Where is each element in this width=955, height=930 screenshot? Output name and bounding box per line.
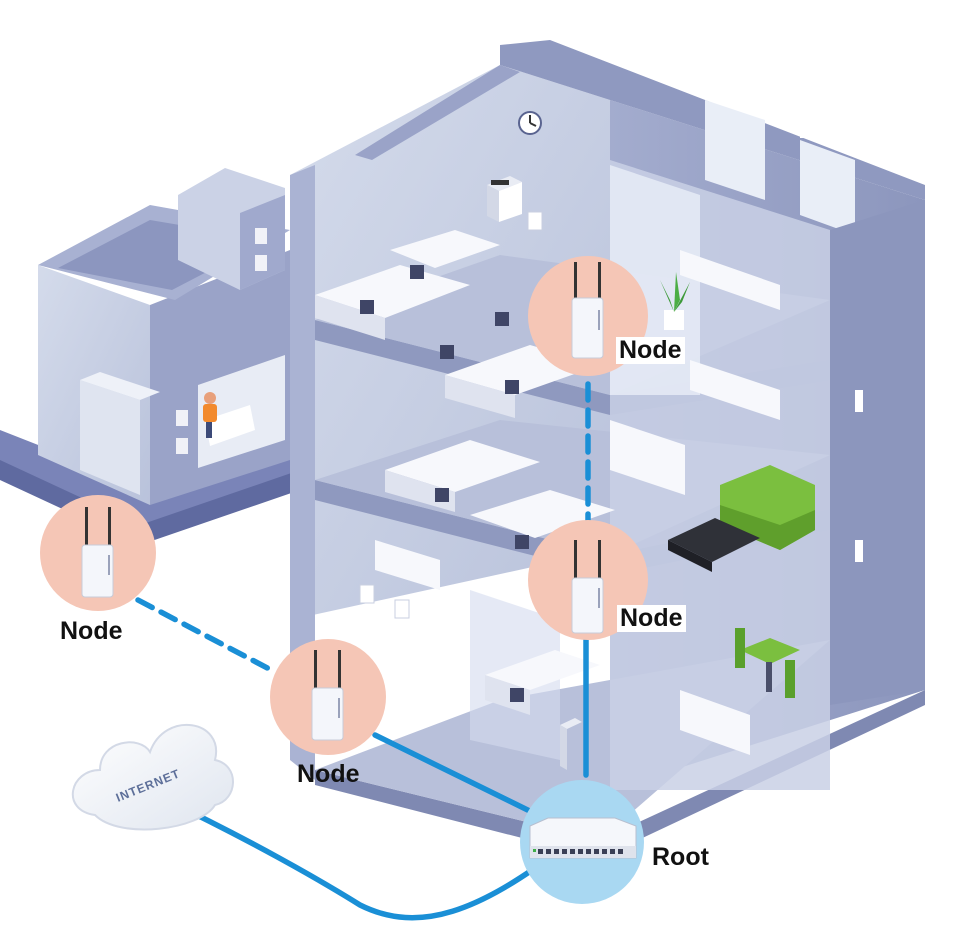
access-point-icon	[81, 507, 114, 598]
node-label-mid: Node	[617, 605, 686, 632]
node-label-top: Node	[616, 337, 685, 364]
main-building	[290, 40, 925, 858]
small-building	[0, 168, 300, 545]
node-label-center: Node	[297, 760, 360, 788]
root-badge	[520, 780, 644, 904]
access-point-icon	[311, 650, 344, 741]
office-chairs	[360, 265, 529, 702]
network-links	[135, 372, 591, 921]
center-node-root-link	[372, 732, 551, 823]
root-label: Root	[652, 843, 709, 871]
left-center-wireless-link	[135, 597, 278, 675]
node-badge-center	[270, 639, 386, 755]
access-point-icon	[571, 540, 604, 634]
sofa-icon	[720, 465, 815, 550]
coffee-table-icon	[668, 518, 760, 572]
cloud-icon: INTERNET	[71, 723, 234, 831]
dining-table-icon	[735, 628, 800, 698]
white-chairs	[359, 211, 543, 619]
printer-icon	[487, 176, 522, 222]
plant-icon	[660, 272, 690, 330]
network-switch-icon	[529, 817, 637, 859]
printer-icon-lower	[560, 718, 582, 770]
access-point-icon	[571, 262, 604, 359]
node-badge-left	[40, 495, 156, 611]
node-label-left: Node	[60, 617, 123, 645]
internet-root-link	[157, 794, 563, 921]
